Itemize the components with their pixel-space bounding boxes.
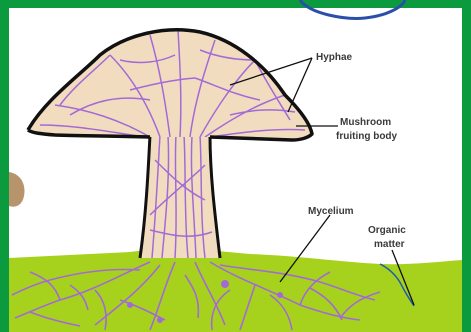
label-fruiting-body-line1: Mushroom — [340, 117, 391, 128]
frame-right — [462, 0, 471, 332]
stem — [140, 135, 220, 258]
label-fruiting-body-line2: fruiting body — [336, 131, 398, 142]
label-hyphae: Hyphae — [316, 52, 353, 63]
label-organic-matter-line2: matter — [374, 239, 405, 250]
frame-left — [0, 0, 9, 332]
hyphae-pointer-2 — [288, 58, 312, 112]
label-mycelium: Mycelium — [308, 206, 354, 217]
brown-fragment — [9, 172, 24, 207]
label-organic-matter-line1: Organic — [368, 225, 406, 236]
